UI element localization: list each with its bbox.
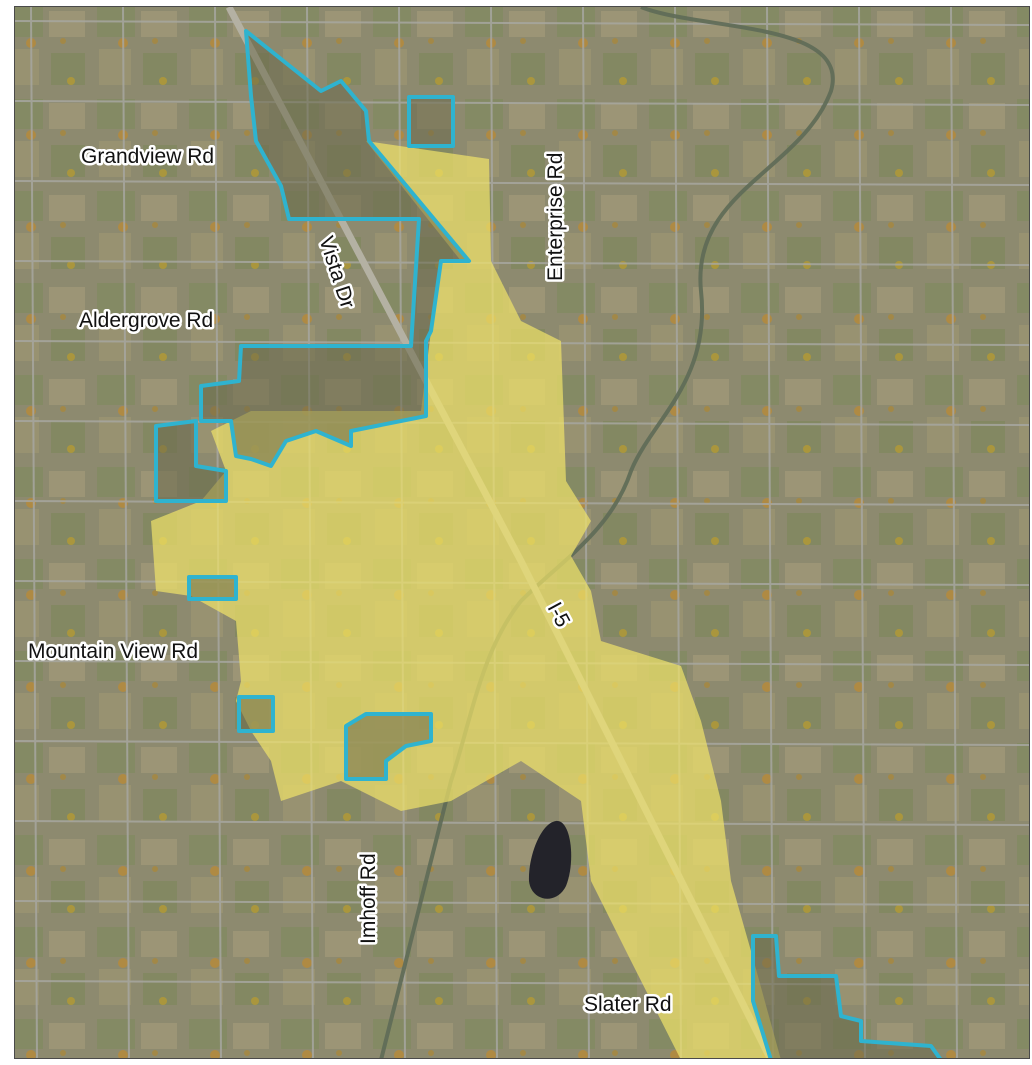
uga-west-small[interactable] [187,575,238,601]
grid-road-ns [858,7,866,1058]
label-mountain-view-rd: Mountain View Rd [28,640,198,663]
city-limits-area[interactable] [151,141,781,1059]
grid-road-ew [15,820,1029,826]
grid-road-ns [950,7,958,1058]
label-aldergrove-rd: Aldergrove Rd [79,309,213,332]
uga-north-small[interactable] [407,95,455,148]
grid-road-ns [766,7,774,1058]
grid-road-ns [30,7,38,1058]
grid-road-ew [15,980,1029,986]
uga-southwest-small[interactable] [237,695,275,733]
grid-road-ew [15,100,1029,106]
uga-south[interactable] [344,712,433,781]
urban-growth-areas [154,29,943,1059]
grid-road-ew [15,260,1029,266]
label-slater-rd: Slater Rd [584,993,672,1016]
grid-road-ew [15,20,1029,26]
grid-road-ew [15,180,1029,186]
label-grandview-rd: Grandview Rd [81,145,214,168]
aerial-map[interactable]: Grandview Rd Enterprise Rd Vista Dr Alde… [15,7,1030,1059]
uga-west[interactable] [154,419,228,503]
uga-north[interactable] [199,29,471,468]
grid-road-ns [122,7,130,1058]
road-grid [15,7,1029,1058]
label-imhoff-rd: Imhoff Rd [357,853,380,944]
pond [528,820,572,899]
uga-southeast[interactable] [751,934,943,1059]
label-enterprise-rd: Enterprise Rd [544,153,567,281]
grid-road-ew [15,900,1029,906]
map-frame[interactable]: Grandview Rd Enterprise Rd Vista Dr Alde… [14,6,1030,1059]
